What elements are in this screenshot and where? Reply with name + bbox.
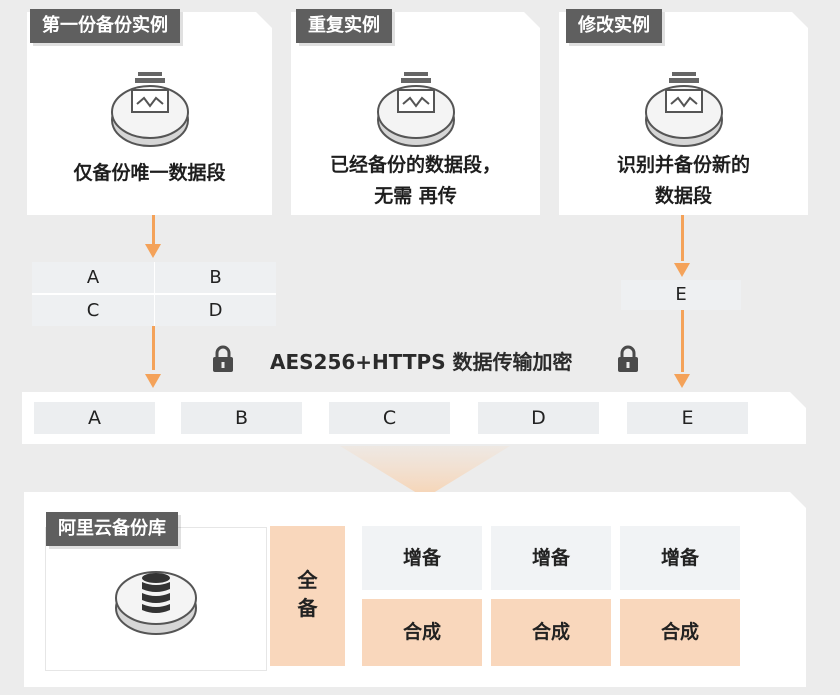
instance-card-first: 仅备份唯一数据段 [27, 12, 272, 215]
lock-icon [213, 345, 233, 372]
full-backup-char-1: 全 [297, 568, 318, 592]
incremental-block-2: 增备 [491, 526, 611, 590]
tag-repository: 阿里云备份库 [46, 512, 178, 546]
arrow-first-head-2 [145, 374, 161, 388]
stream-segment-e: E [627, 402, 748, 434]
segment-c: C [86, 300, 100, 321]
merge-block-2: 合成 [491, 599, 611, 666]
arrow-modified-line-2 [681, 310, 684, 372]
segment-e: E [621, 280, 741, 310]
merge-block-1: 合成 [362, 599, 482, 666]
tag-first-instance: 第一份备份实例 [30, 9, 180, 43]
repository-panel: 全 备 增备 增备 增备 合成 合成 合成 [24, 492, 806, 687]
arrow-first-head-1 [145, 244, 161, 258]
segment-grid: A B C D [32, 262, 276, 326]
tag-modified-instance: 修改实例 [566, 9, 662, 43]
data-stream-bar: A B C D E [22, 392, 806, 444]
instance-card-duplicate: 已经备份的数据段， 无需 再传 [291, 12, 540, 215]
arrow-first-line [152, 215, 155, 255]
incremental-block-1: 增备 [362, 526, 482, 590]
stream-segment-c: C [329, 402, 450, 434]
database-icon [110, 552, 202, 638]
stream-segment-d: D [478, 402, 599, 434]
lock-icon [618, 345, 638, 372]
server-disk-icon [371, 68, 461, 152]
segment-b: B [209, 267, 222, 288]
instance-duplicate-line-1: 已经备份的数据段， [329, 154, 501, 176]
tag-duplicate-instance: 重复实例 [296, 9, 392, 43]
instance-card-modified: 识别并备份新的 数据段 [559, 12, 808, 215]
encryption-label: AES256+HTTPS 数据传输加密 [270, 350, 573, 374]
instance-modified-line-1: 识别并备份新的 [616, 154, 750, 176]
segment-a: A [86, 267, 100, 288]
stream-segment-b: B [181, 402, 302, 434]
instance-duplicate-line-2: 无需 再传 [374, 185, 457, 207]
arrow-modified-head-2 [674, 374, 690, 388]
full-backup-block: 全 备 [270, 526, 345, 666]
server-disk-icon [105, 68, 195, 152]
funnel-shape [340, 446, 510, 498]
segment-d: D [208, 300, 223, 321]
incremental-block-3: 增备 [620, 526, 740, 590]
instance-first-line-1: 仅备份唯一数据段 [73, 162, 226, 184]
server-disk-icon [639, 68, 729, 152]
arrow-modified-head-1 [674, 263, 690, 277]
instance-modified-line-2: 数据段 [654, 185, 712, 207]
full-backup-char-2: 备 [297, 596, 318, 620]
stream-segment-a: A [34, 402, 155, 434]
merge-block-3: 合成 [620, 599, 740, 666]
arrow-modified-line [681, 215, 684, 261]
arrow-first-line-2 [152, 326, 155, 370]
repository-db-card [46, 528, 266, 670]
